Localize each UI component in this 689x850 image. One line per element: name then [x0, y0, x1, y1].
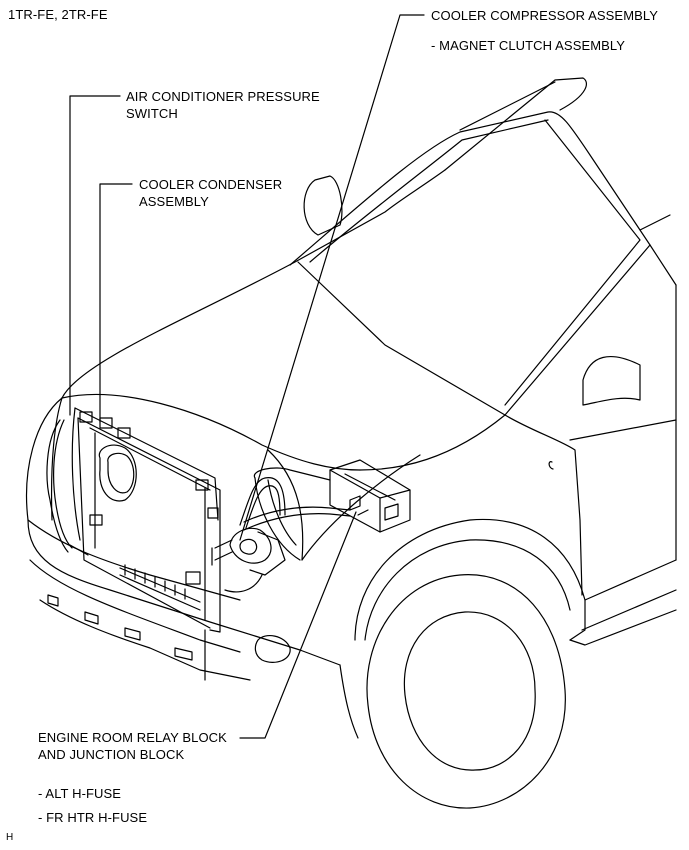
leader-compressor	[239, 14, 425, 541]
leader-relay-block	[239, 511, 357, 739]
engine-models-heading: 1TR-FE, 2TR-FE	[8, 7, 108, 22]
alt-h-fuse-label: - ALT H-FUSE	[38, 786, 122, 801]
vehicle-body	[25, 77, 677, 809]
condenser-label-line1: COOLER CONDENSER	[139, 177, 283, 192]
compressor-drawing	[211, 477, 351, 593]
fr-htr-h-fuse-label: - FR HTR H-FUSE	[38, 810, 148, 825]
condenser-drawing	[46, 411, 221, 633]
relay-block-label-line1: ENGINE ROOM RELAY BLOCK	[38, 730, 227, 745]
leader-lines	[69, 14, 425, 739]
compressor-label: COOLER COMPRESSOR ASSEMBLY	[431, 8, 659, 23]
pressure-switch-label-line2: SWITCH	[126, 106, 178, 121]
condenser-label-line2: ASSEMBLY	[139, 194, 209, 209]
leader-pressure-switch	[69, 95, 121, 416]
leader-condenser	[99, 183, 133, 423]
relay-block-label-line2: AND JUNCTION BLOCK	[38, 747, 185, 762]
relay-block-drawing	[329, 459, 411, 533]
pressure-switch-label-line1: AIR CONDITIONER PRESSURE	[126, 89, 320, 104]
magnet-clutch-label: - MAGNET CLUTCH ASSEMBLY	[431, 38, 626, 53]
figure-code: H	[6, 832, 14, 843]
